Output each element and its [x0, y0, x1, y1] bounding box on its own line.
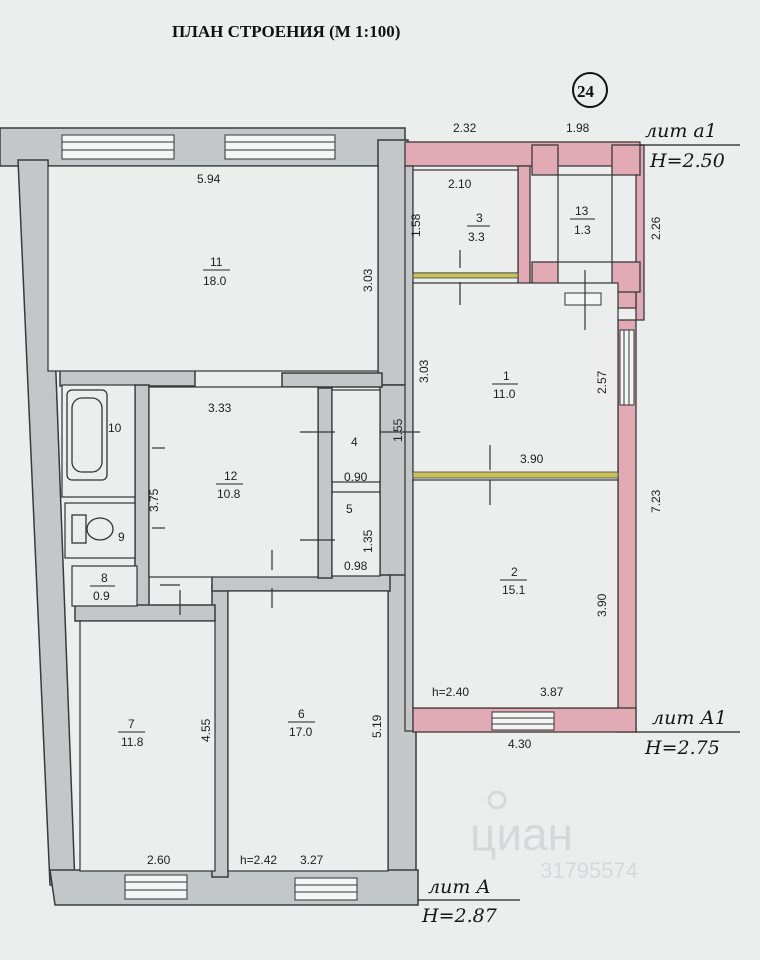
room-number: 6 — [298, 707, 305, 721]
toilet-icon — [71, 514, 114, 544]
sheet-number: 24 — [577, 82, 595, 101]
dim-label: 3.87 — [540, 685, 564, 699]
lit-a1-top: лит а1 — [645, 120, 717, 142]
room-number: 4 — [351, 435, 358, 449]
dim-label: 2.57 — [595, 370, 609, 394]
watermark-code: 31795574 — [540, 858, 638, 883]
room-number: 2 — [511, 565, 518, 579]
room-area: 15.1 — [502, 583, 526, 597]
lit-a-bottom: лит А — [428, 876, 491, 898]
room-number: 8 — [101, 571, 108, 585]
height-mid: H=2.75 — [644, 737, 720, 759]
dim-label: 1.55 — [391, 418, 405, 442]
room-area: 3.3 — [468, 230, 485, 244]
liter-annotations: лит а1 H=2.50 лит А1 H=2.75 лит А H=2.87 — [418, 120, 740, 927]
dim-label: 3.33 — [208, 401, 232, 415]
plan-title: ПЛАН СТРОЕНИЯ (М 1:100) — [172, 22, 400, 41]
dim-label: 3.90 — [520, 452, 544, 466]
room-number: 13 — [575, 204, 589, 218]
dim-label: 2.10 — [448, 177, 472, 191]
room-number: 1 — [503, 369, 510, 383]
dim-label: 1.98 — [566, 121, 590, 135]
dim-label: 3.90 — [595, 593, 609, 617]
bathtub-icon — [66, 389, 108, 481]
room-number: 3 — [476, 211, 483, 225]
room-2-label: 2 15.1 — [500, 565, 527, 597]
height-bottom: H=2.87 — [421, 905, 498, 927]
room-interiors — [47, 165, 389, 872]
height-top: H=2.50 — [649, 150, 725, 172]
dim-label: 1.35 — [361, 529, 375, 553]
dim-label: 3.27 — [300, 853, 324, 867]
room-7-label: 7 11.8 — [118, 717, 145, 749]
dim-label: 7.23 — [649, 489, 663, 513]
room-9-number: 9 — [118, 530, 125, 544]
room-area: 0.98 — [344, 559, 368, 573]
dim-label: 4.30 — [508, 737, 532, 751]
room-area: 10.8 — [217, 487, 241, 501]
room-5-label: 5 0.98 — [344, 502, 368, 573]
dim-label: h=2.40 — [432, 685, 469, 699]
watermark-icon — [487, 790, 507, 810]
room-labels: 11 18.0 3 3.3 13 1.3 1 11.0 10 4 0.90 12… — [90, 204, 595, 749]
room-area: 11.0 — [493, 387, 516, 401]
room-area: 17.0 — [289, 725, 313, 739]
room-6-label: 6 17.0 — [288, 707, 315, 739]
dim-label: h=2.42 — [240, 853, 277, 867]
dim-label: 5.94 — [197, 172, 221, 186]
room-number: 5 — [346, 502, 353, 516]
room-11-label: 11 18.0 — [203, 255, 230, 288]
dim-label: 2.60 — [147, 853, 171, 867]
dim-label: 2.32 — [453, 121, 477, 135]
watermark: циан 31795574 — [470, 790, 638, 883]
room-area: 0.90 — [344, 470, 368, 484]
room-number: 7 — [128, 717, 135, 731]
windows-bottom — [124, 874, 358, 901]
dim-label: 3.03 — [361, 268, 375, 292]
room-1-label: 1 11.0 — [492, 369, 518, 401]
room-12-label: 12 10.8 — [216, 469, 243, 501]
room-number: 12 — [224, 469, 238, 483]
room-area: 1.3 — [574, 223, 591, 237]
room-number: 11 — [210, 255, 223, 269]
room-10-number: 10 — [108, 421, 122, 435]
dim-label: 2.26 — [649, 216, 663, 240]
yellow-partitions — [412, 272, 619, 479]
dimension-labels: 2.32 1.98 5.94 2.10 1.55 3.33 3.90 h=2.4… — [147, 121, 663, 867]
dim-label: 3.75 — [147, 488, 161, 512]
room-area: 11.8 — [121, 735, 144, 749]
extension-door-marks — [380, 250, 586, 505]
sheet-number-circle — [572, 72, 608, 108]
room-4-label: 4 0.90 — [344, 435, 368, 484]
door-marks — [152, 431, 335, 615]
extension-interiors — [412, 169, 619, 709]
watermark-brand: циан — [470, 808, 573, 860]
dim-label: 1.58 — [409, 213, 423, 237]
room-area: 0.9 — [93, 589, 110, 603]
lit-a1-mid: лит А1 — [652, 707, 727, 729]
room-area: 18.0 — [203, 274, 227, 288]
dim-label: 5.19 — [370, 714, 384, 738]
dim-label: 4.55 — [199, 718, 213, 742]
room-13-label: 13 1.3 — [570, 204, 595, 237]
dim-label: 3.03 — [417, 359, 431, 383]
windows-extension — [491, 292, 635, 731]
room-8-label: 8 0.9 — [90, 571, 115, 603]
room-3-label: 3 3.3 — [467, 211, 490, 244]
windows-top — [61, 134, 336, 160]
